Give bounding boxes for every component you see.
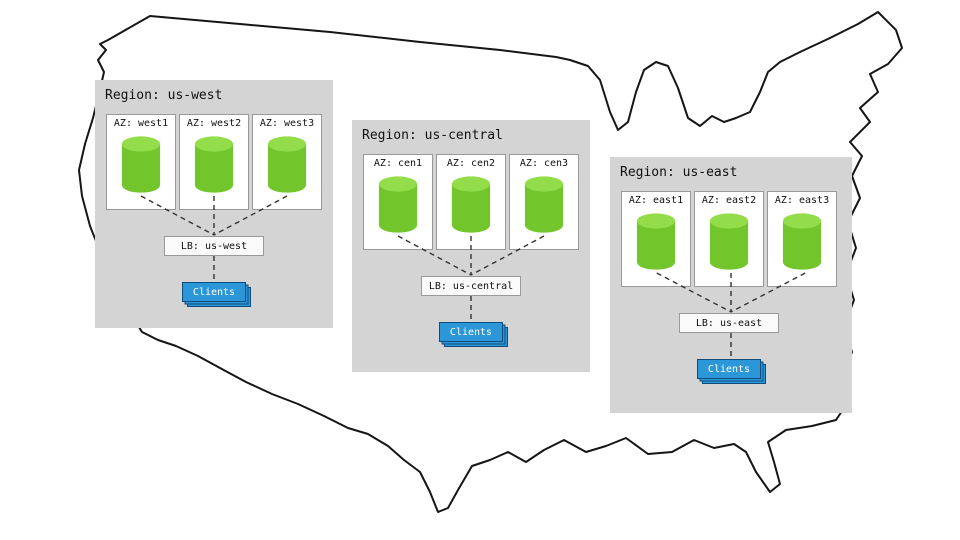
region-panel-us-central: Region: us-central AZ: cen1 AZ: cen2 AZ:… (352, 120, 590, 372)
clients-label: Clients (182, 282, 246, 302)
az-box: AZ: east2 (694, 191, 764, 287)
clients-box: Clients (182, 282, 251, 307)
az-label: AZ: east3 (774, 195, 830, 206)
load-balancer-box: LB: us-east (679, 313, 779, 333)
database-cylinder-icon (121, 136, 161, 193)
az-label: AZ: west3 (259, 118, 315, 129)
az-label: AZ: cen2 (446, 158, 496, 169)
database-cylinder-icon (194, 136, 234, 193)
database-cylinder-icon (636, 213, 676, 270)
database-cylinder-icon (451, 176, 491, 233)
clients-label: Clients (439, 322, 503, 342)
az-box: AZ: cen2 (436, 154, 506, 250)
az-label: AZ: east1 (628, 195, 684, 206)
load-balancer-label: LB: us-west (180, 240, 248, 252)
region-title: Region: us-central (362, 128, 503, 143)
az-box: AZ: cen3 (509, 154, 579, 250)
az-label: AZ: cen3 (519, 158, 569, 169)
region-title: Region: us-west (105, 88, 223, 103)
clients-box: Clients (439, 322, 508, 347)
database-cylinder-icon (709, 213, 749, 270)
clients-box: Clients (697, 359, 766, 384)
clients-label: Clients (697, 359, 761, 379)
az-row: AZ: east1 AZ: east2 AZ: east3 (621, 191, 837, 287)
database-cylinder-icon (782, 213, 822, 270)
load-balancer-box: LB: us-central (421, 276, 521, 296)
load-balancer-box: LB: us-west (164, 236, 264, 256)
region-panel-us-west: Region: us-west AZ: west1 AZ: west2 AZ: … (95, 80, 333, 328)
az-box: AZ: cen1 (363, 154, 433, 250)
az-box: AZ: west3 (252, 114, 322, 210)
database-cylinder-icon (378, 176, 418, 233)
load-balancer-label: LB: us-east (695, 317, 763, 329)
az-box: AZ: west2 (179, 114, 249, 210)
az-label: AZ: west2 (186, 118, 242, 129)
load-balancer-label: LB: us-central (428, 280, 514, 292)
region-title: Region: us-east (620, 165, 738, 180)
region-panel-us-east: Region: us-east AZ: east1 AZ: east2 AZ: … (610, 157, 852, 413)
az-row: AZ: west1 AZ: west2 AZ: west3 (106, 114, 322, 210)
az-row: AZ: cen1 AZ: cen2 AZ: cen3 (363, 154, 579, 250)
az-label: AZ: cen1 (373, 158, 423, 169)
database-cylinder-icon (267, 136, 307, 193)
az-box: AZ: west1 (106, 114, 176, 210)
az-label: AZ: east2 (701, 195, 757, 206)
az-box: AZ: east1 (621, 191, 691, 287)
az-box: AZ: east3 (767, 191, 837, 287)
database-cylinder-icon (524, 176, 564, 233)
az-label: AZ: west1 (113, 118, 169, 129)
